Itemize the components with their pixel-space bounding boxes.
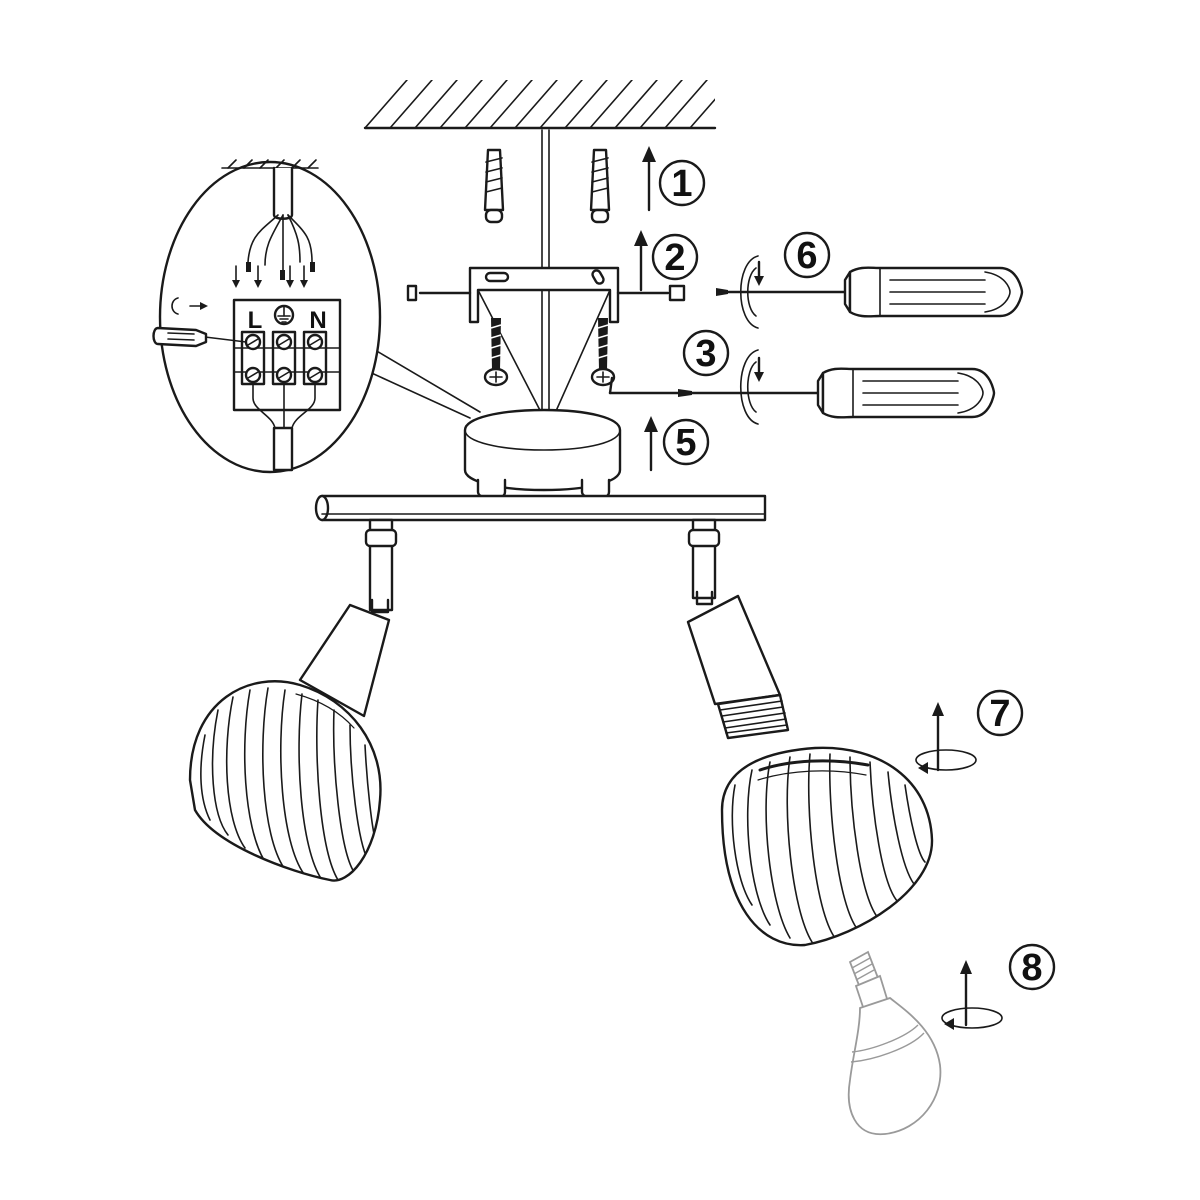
- svg-text:1: 1: [671, 163, 692, 205]
- rotate-icon-step-3: [740, 349, 764, 425]
- step-label-2: 2: [651, 233, 699, 281]
- wiring-detail-inset: L N: [152, 159, 481, 474]
- rotate-icon-step-6: [740, 255, 764, 329]
- step-label-7: 7: [976, 689, 1024, 737]
- step-label-5: 5: [662, 418, 710, 466]
- lamp-shade-detached: [720, 746, 934, 947]
- svg-text:7: 7: [989, 693, 1010, 735]
- twist-arrow-step-8: [941, 960, 1003, 1030]
- earth-ground-icon: [273, 304, 295, 326]
- light-bulb: [847, 950, 942, 1135]
- terminal-label-live: L: [248, 307, 263, 334]
- screw-right: [590, 318, 616, 387]
- step-label-1: 1: [658, 159, 706, 207]
- ceiling: [363, 80, 717, 130]
- terminal-label-neutral: N: [309, 307, 326, 334]
- svg-text:6: 6: [796, 235, 817, 277]
- step-label-8: 8: [1008, 943, 1056, 991]
- wall-plug-right: [589, 148, 611, 224]
- arrow-up-step-1: [642, 146, 656, 212]
- arrow-up-step-2: [634, 230, 648, 292]
- step-label-3: 3: [682, 329, 730, 377]
- arrow-up-step-5: [644, 416, 658, 472]
- svg-text:3: 3: [695, 333, 716, 375]
- mounting-bracket: [406, 266, 686, 324]
- step-label-6: 6: [783, 231, 831, 279]
- screw-left: [483, 318, 509, 387]
- spotlight-right: [686, 518, 790, 740]
- ceiling-canopy: [463, 408, 622, 500]
- spotlight-left: [188, 518, 398, 882]
- wall-plug-left: [483, 148, 505, 224]
- svg-text:2: 2: [664, 237, 685, 279]
- svg-text:5: 5: [675, 422, 696, 464]
- screwdriver-lower: [608, 367, 996, 419]
- lamp-socket-thread: [716, 693, 790, 740]
- screwdriver-upper: [716, 266, 1024, 318]
- svg-text:8: 8: [1021, 947, 1042, 989]
- lamp-bar: [314, 494, 767, 522]
- twist-arrow-step-7: [915, 702, 977, 774]
